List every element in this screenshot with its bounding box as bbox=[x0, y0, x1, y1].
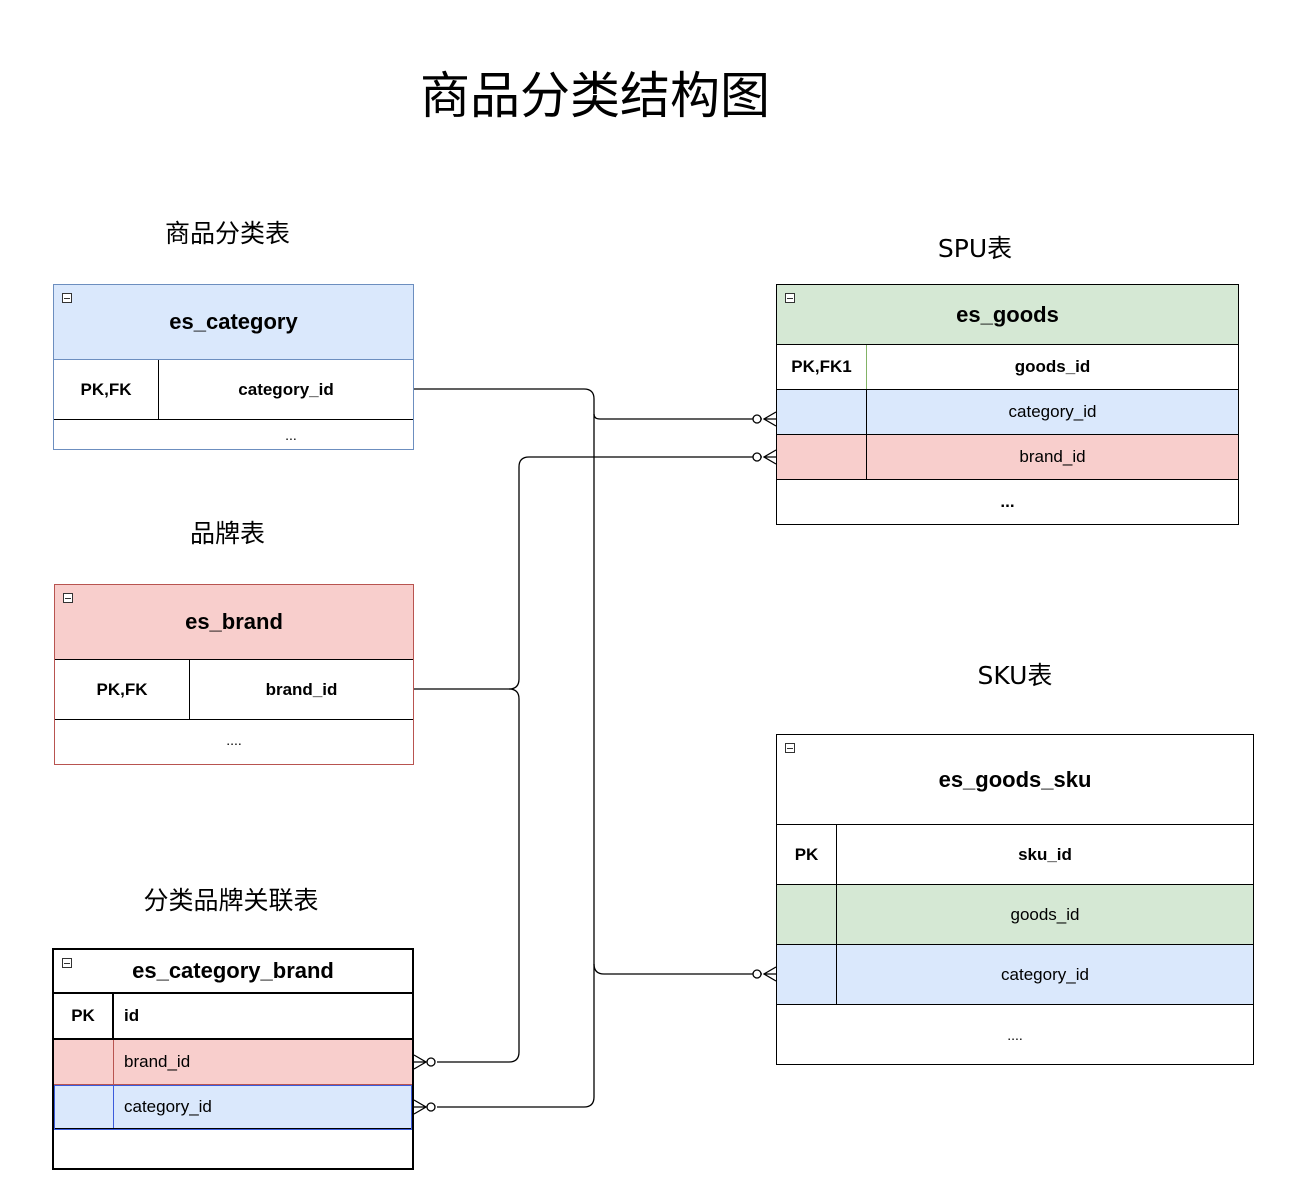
collapse-icon[interactable] bbox=[785, 293, 795, 303]
collapse-icon[interactable] bbox=[63, 593, 73, 603]
key-cell: PK,FK bbox=[55, 660, 190, 719]
table-row[interactable]: PK sku_id bbox=[777, 825, 1253, 885]
key-cell bbox=[777, 885, 837, 944]
more-fields: .... bbox=[1007, 1027, 1023, 1043]
caption-sku: SKU表 bbox=[977, 661, 1053, 690]
caption-category-brand: 分类品牌关联表 bbox=[143, 886, 319, 915]
key-cell: PK,FK bbox=[54, 360, 159, 419]
key-cell: PK bbox=[777, 825, 837, 884]
table-row[interactable]: brand_id bbox=[777, 435, 1238, 480]
field-cell: brand_id bbox=[265, 679, 338, 699]
key-cell bbox=[777, 435, 867, 479]
table-row[interactable]: category_id bbox=[54, 1085, 412, 1130]
table-header: es_brand bbox=[55, 585, 413, 660]
diagram-title: 商品分类结构图 bbox=[420, 67, 770, 125]
field-cell: category_id bbox=[124, 1096, 212, 1116]
caption-spu: SPU表 bbox=[937, 234, 1013, 263]
field-cell: category_id bbox=[1008, 402, 1097, 421]
zero-or-many-marker bbox=[752, 411, 777, 427]
table-row[interactable]: goods_id bbox=[777, 885, 1253, 945]
table-header: es_category_brand bbox=[54, 950, 412, 994]
table-row[interactable]: PK,FK brand_id bbox=[55, 660, 413, 720]
table-es-category-brand[interactable]: es_category_brand PK id brand_id categor… bbox=[52, 948, 414, 1170]
table-row[interactable]: PK,FK category_id bbox=[54, 360, 413, 420]
table-es-category[interactable]: es_category PK,FK category_id ... bbox=[53, 284, 414, 450]
key-cell bbox=[777, 390, 867, 434]
field-cell: brand_id bbox=[124, 1052, 191, 1071]
caption-brand: 品牌表 bbox=[189, 519, 265, 548]
field-cell: category_id bbox=[238, 379, 334, 399]
table-header: es_goods_sku bbox=[777, 735, 1253, 825]
more-fields: ... bbox=[1000, 492, 1015, 511]
key-cell bbox=[54, 1085, 114, 1128]
key-cell: PK bbox=[54, 994, 114, 1038]
field-cell: brand_id bbox=[1019, 447, 1086, 466]
connector-category-to-goods bbox=[593, 413, 762, 420]
key-cell bbox=[54, 1040, 114, 1084]
table-row[interactable]: category_id bbox=[777, 945, 1253, 1005]
connector-category-trunk bbox=[414, 388, 595, 1108]
zero-or-many-marker bbox=[413, 1099, 436, 1115]
table-header: es_category bbox=[54, 285, 413, 360]
table-row[interactable]: PK id bbox=[54, 994, 412, 1040]
table-es-goods[interactable]: es_goods PK,FK1 goods_id category_id bra… bbox=[776, 284, 1239, 525]
field-cell: sku_id bbox=[1018, 844, 1072, 864]
table-header: es_goods bbox=[777, 285, 1238, 345]
connector-category-to-sku bbox=[593, 963, 762, 975]
collapse-icon[interactable] bbox=[785, 743, 795, 753]
table-es-goods-sku[interactable]: es_goods_sku PK sku_id goods_id category… bbox=[776, 734, 1254, 1065]
table-name: es_brand bbox=[185, 609, 283, 634]
zero-or-many-marker bbox=[752, 449, 777, 465]
key-cell bbox=[777, 945, 837, 1004]
field-cell: category_id bbox=[1001, 964, 1089, 984]
zero-or-many-marker bbox=[752, 966, 777, 982]
field-cell: goods_id bbox=[1014, 357, 1091, 376]
collapse-icon[interactable] bbox=[62, 293, 72, 303]
collapse-icon[interactable] bbox=[62, 958, 72, 968]
table-row[interactable]: PK,FK1 goods_id bbox=[777, 345, 1238, 390]
key-cell: PK,FK1 bbox=[777, 345, 867, 389]
field-cell: goods_id bbox=[1010, 904, 1080, 924]
table-name: es_category bbox=[169, 309, 298, 334]
table-name: es_goods_sku bbox=[938, 766, 1092, 792]
table-name: es_category_brand bbox=[132, 958, 334, 983]
table-name: es_goods bbox=[956, 301, 1059, 327]
more-fields: .... bbox=[226, 732, 242, 748]
field-cell: id bbox=[124, 1006, 140, 1025]
connector-brand-trunk bbox=[414, 456, 762, 690]
zero-or-many-marker bbox=[413, 1054, 436, 1070]
caption-category: 商品分类表 bbox=[164, 219, 290, 248]
more-fields: ... bbox=[285, 427, 297, 443]
table-es-brand[interactable]: es_brand PK,FK brand_id .... bbox=[54, 584, 414, 765]
table-row[interactable]: brand_id bbox=[54, 1040, 412, 1085]
table-row[interactable]: category_id bbox=[777, 390, 1238, 435]
connector-brand-to-category-brand bbox=[437, 688, 520, 1063]
